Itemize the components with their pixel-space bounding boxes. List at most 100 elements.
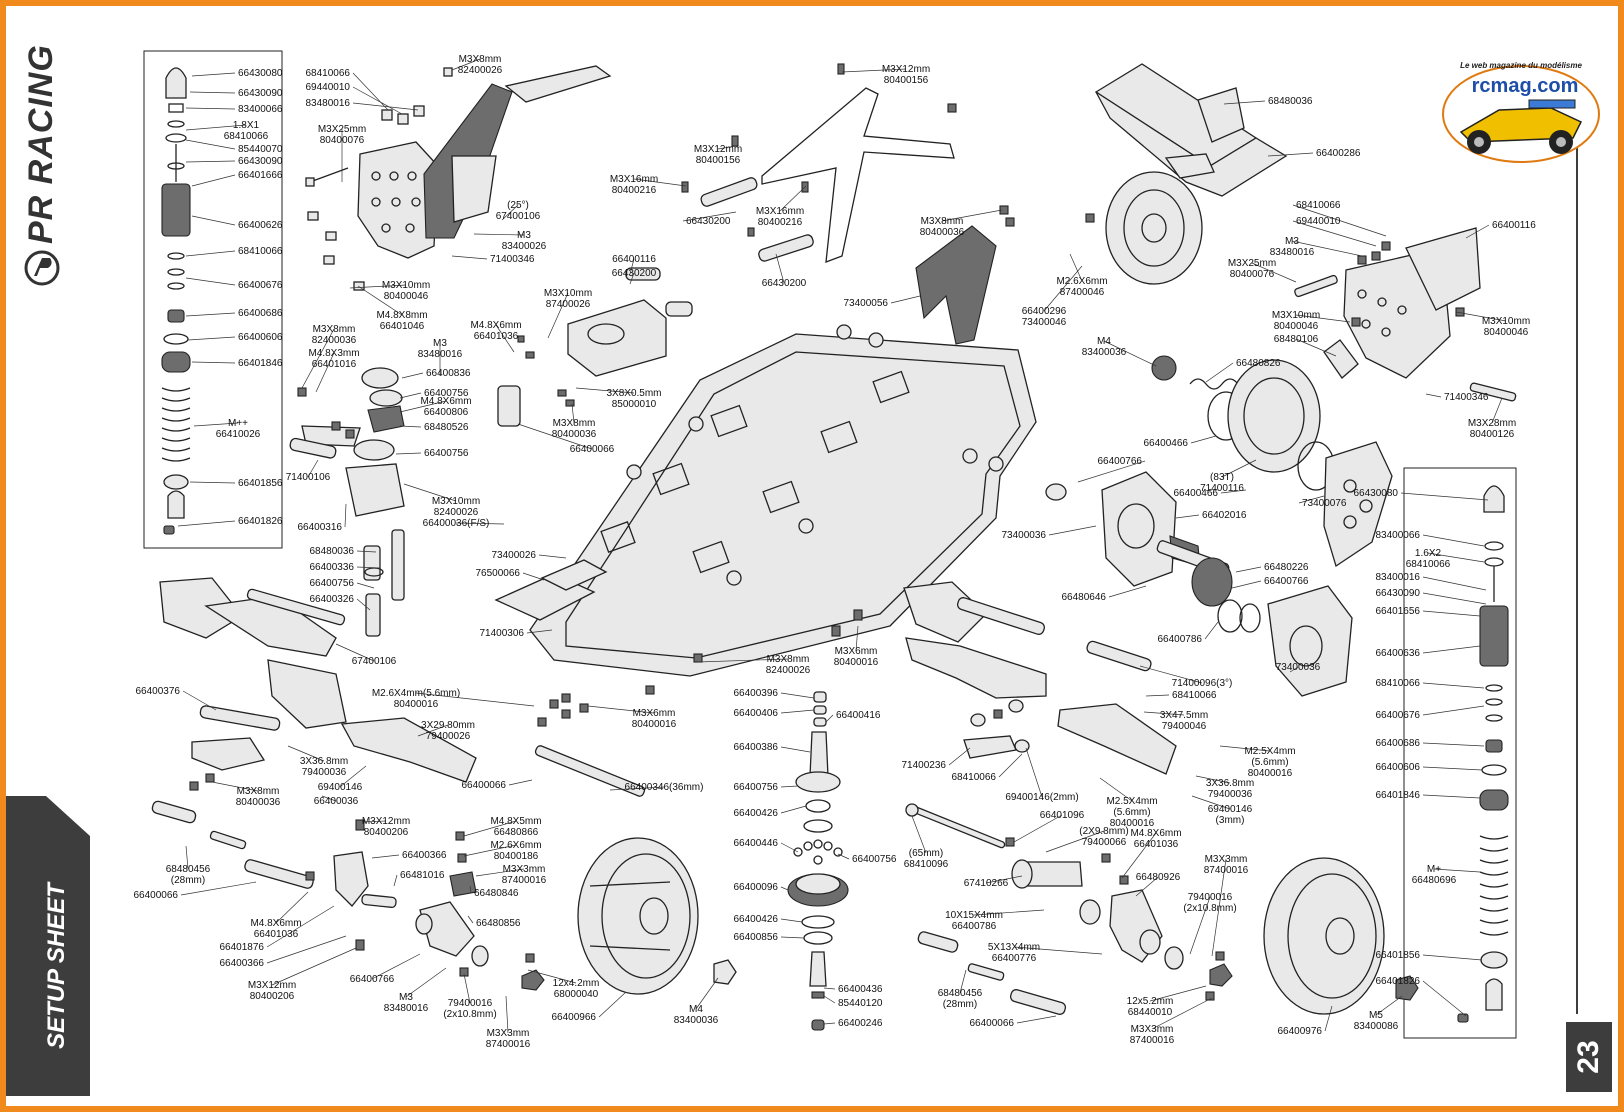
part-number-label: (2x10.8mm)	[443, 1009, 496, 1020]
part-number-label: (83T)	[1210, 472, 1234, 483]
part-callout: 66402016	[1175, 510, 1247, 521]
leader-line	[1145, 694, 1170, 697]
part-callout: 66400606	[1376, 762, 1483, 773]
part-callout: 66480926	[1136, 872, 1181, 897]
part-number-label: 66400626	[238, 220, 283, 231]
part-number-label: 71400106	[286, 472, 331, 483]
part-number-label: 80400036	[920, 227, 965, 238]
part-number-label: 66400346(36mm)	[625, 782, 704, 793]
part-number-label: M5	[1369, 1010, 1383, 1021]
front-suspension	[151, 577, 646, 889]
part-number-label: 82400026	[434, 507, 479, 518]
leader-line	[823, 995, 836, 1004]
leader-line	[1191, 795, 1231, 810]
part-number-label: M3	[399, 992, 413, 1003]
part-number-label: 73400056	[844, 298, 889, 309]
part-callout: 66400366	[371, 850, 447, 861]
leader-line	[271, 947, 357, 986]
part-number-label: 68000040	[554, 989, 599, 1000]
leader-line	[352, 102, 419, 111]
part-callout: 68410066	[185, 246, 283, 257]
part-number-label: M3X6mm	[633, 708, 676, 719]
leader-line	[1324, 1005, 1333, 1032]
leader-line	[911, 815, 927, 854]
part-number-label: 66400066	[970, 1018, 1015, 1029]
leader-line	[356, 550, 377, 553]
part-number-label: M3X8mm	[237, 786, 280, 797]
part-number-label: 69400146	[318, 782, 363, 793]
part-number-label: 83400036	[674, 1015, 719, 1026]
left-sidebar: PR RACING SETUP SHEET	[6, 6, 90, 1106]
leader-line	[1425, 393, 1442, 398]
leader-line	[505, 995, 509, 1034]
part-callout: (83T)71400116	[1200, 459, 1257, 494]
part-callout: 69440010	[306, 82, 403, 115]
leader-line	[1455, 311, 1507, 322]
leader-line	[825, 714, 834, 723]
part-callout: 66430200	[762, 253, 807, 289]
part-number-label: 66401096	[1040, 810, 1085, 821]
leader-line	[526, 629, 553, 634]
label-group-rear-shock: 66430080834000661.6X26841006683400016664…	[1354, 488, 1489, 1017]
leader-line	[1295, 338, 1337, 357]
part-number-label: M3	[517, 230, 531, 241]
part-number-label: 66401846	[238, 358, 283, 369]
page-number-badge: 23	[1566, 1022, 1612, 1092]
leader-line	[973, 909, 1045, 916]
leader-line	[1422, 534, 1485, 547]
part-number-label: 10X15X4mm	[945, 910, 1003, 921]
leader-line	[307, 459, 319, 478]
part-number-label: 66400336	[310, 562, 355, 573]
leader-line	[191, 72, 236, 77]
part-number-label: 80400156	[696, 155, 741, 166]
part-callout: 71400346	[1425, 392, 1489, 403]
part-number-label: 66401856	[1376, 950, 1421, 961]
part-callout: 66400346(36mm)	[609, 782, 704, 793]
leader-line	[189, 481, 236, 484]
part-callout: 66400066	[970, 1015, 1057, 1029]
leader-line	[211, 781, 259, 792]
leader-line	[371, 854, 400, 859]
leader-line	[1048, 525, 1097, 536]
part-number-label: 66401656	[1376, 606, 1421, 617]
leader-line	[780, 709, 815, 714]
leader-line	[356, 598, 371, 611]
part-callout: 73400056	[844, 295, 921, 309]
leader-line	[837, 853, 850, 860]
leader-line	[855, 625, 859, 652]
part-number-label: 80400076	[320, 135, 365, 146]
part-number-label: M3X12mm	[248, 980, 296, 991]
part-callout: 68480036	[1223, 96, 1313, 107]
setup-sheet-page: PR RACING SETUP SHEET 23 Le web magazine…	[6, 6, 1618, 1106]
part-number-label: 66401856	[238, 478, 283, 489]
part-number-label: (3mm)	[1216, 815, 1245, 826]
exploded-parts-diagram: 6643008066430090834000661.8X168410066854…	[134, 50, 1536, 1050]
part-number-label: 87400016	[1204, 865, 1249, 876]
part-number-label: M3X25mm	[318, 124, 366, 135]
part-number-label: M3X10mm	[382, 280, 430, 291]
part-number-label: 66400296	[1022, 306, 1067, 317]
brand-block: PR RACING	[22, 44, 60, 286]
part-callout: 66400246	[823, 1018, 883, 1029]
label-group-steering: M3X8mm82400036M4.8X3mm66401016M383480016…	[286, 324, 505, 611]
part-callout: 66400836	[401, 368, 471, 379]
part-callout: 66400116	[1465, 220, 1536, 239]
label-group-wing-gearbox: 6848003666400286M3X8mm80400036M2.6X6mm87…	[920, 96, 1536, 673]
leader-line	[1108, 585, 1147, 598]
part-number-label: 66400036(F/S)	[423, 518, 490, 529]
part-number-label: 66400606	[238, 332, 283, 343]
part-number-label: M3X8mm	[921, 216, 964, 227]
leader-line	[321, 795, 337, 802]
leader-line	[266, 935, 347, 964]
part-number-label: 3X36.8mm	[1206, 778, 1254, 789]
leader-line	[467, 915, 474, 924]
leader-line	[315, 352, 335, 393]
